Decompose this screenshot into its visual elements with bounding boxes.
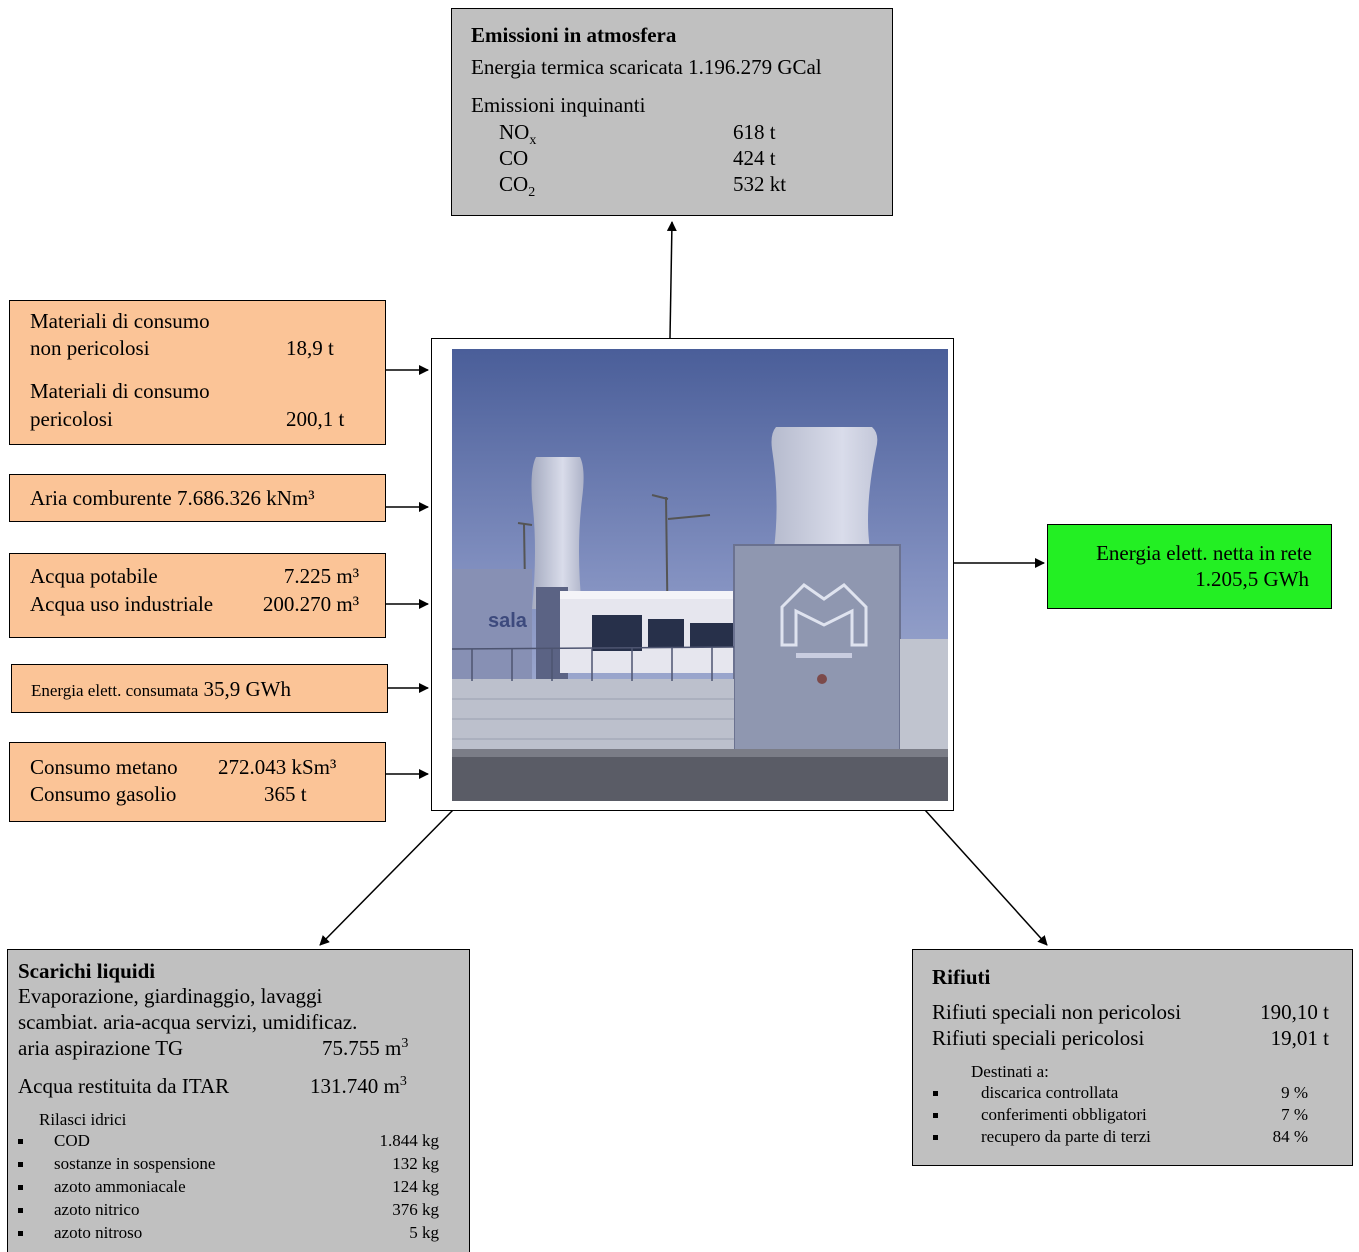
scarichi-value4: 131.740 m3 [310,1074,407,1098]
pollutant-value: 424 t [733,146,776,170]
rilascio-name: azoto ammoniacale [54,1177,186,1196]
energia-termica-label: Energia termica scaricata 1.196.279 GCal [471,55,822,79]
energia-consumata-box: Energia elett. consumata 35,9 GWh [11,664,388,713]
acqua-label2: Acqua uso industriale [30,592,214,616]
materiali-value1: 18,9 t [286,336,334,360]
emissioni-inquinanti-label: Emissioni inquinanti [471,93,646,117]
destinazione-value: 7 % [1281,1105,1308,1124]
rilascio-name: COD [54,1131,90,1150]
arrow-to-rifiuti [924,809,1048,946]
bullet [18,1139,23,1144]
rifiuti-title: Rifiuti [932,965,991,989]
scarichi-box: Scarichi liquidi Evaporazione, giardinag… [7,949,470,1252]
rilascio-name: azoto nitroso [54,1223,143,1242]
energia-rete-line2: 1.205,5 GWh [1195,567,1309,591]
bullet [18,1231,23,1236]
consumo-label1: Consumo metano [30,755,178,779]
materiali-line1: Materiali di consumo [30,309,210,333]
photo-sign-text: sala [488,610,528,632]
bullet [18,1162,23,1167]
aria-text: Aria comburente 7.686.326 kNm³ [30,486,315,510]
power-plant-photo: sala [452,349,948,801]
rifiuti-row1-value: 190,10 t [1260,1000,1329,1024]
destinazione-value: 9 % [1281,1083,1308,1102]
materiali-value2: 200,1 t [286,407,345,431]
aria-box: Aria comburente 7.686.326 kNm³ [9,474,386,522]
acqua-label1: Acqua potabile [30,564,158,588]
rifiuti-box: Rifiuti Rifiuti speciali non pericolosi … [912,949,1353,1166]
pollutant-value: 618 t [733,120,776,144]
destinazione-name: conferimenti obbligatori [981,1105,1147,1124]
pollutant-value: 532 kt [733,172,787,196]
arrow-to-emissioni [666,221,677,339]
consumo-label2: Consumo gasolio [30,782,177,806]
rilasci-label: Rilasci idrici [39,1110,127,1129]
rilascio-name: sostanze in sospensione [54,1154,216,1173]
consumo-value2: 365 t [264,782,307,806]
rifiuti-row2-label: Rifiuti speciali pericolosi [932,1026,1145,1050]
bullet [18,1185,23,1190]
pollutant-name: CO [499,146,529,170]
pollutant-name: NOx [499,120,537,149]
scarichi-value3: 75.755 m3 [322,1036,409,1060]
materiali-line3: Materiali di consumo [30,379,210,403]
scarichi-title: Scarichi liquidi [18,959,156,983]
pollutant-name: CO2 [499,172,536,201]
arrow-to-scarichi [319,809,454,946]
rilascio-value: 124 kg [392,1177,439,1196]
destinazione-name: discarica controllata [981,1083,1119,1102]
scarichi-line4: Acqua restituita da ITAR [18,1074,230,1098]
energia-rete-box: Energia elett. netta in rete 1.205,5 GWh [1047,524,1332,609]
rifiuti-row1-label: Rifiuti speciali non pericolosi [932,1000,1182,1024]
scarichi-line2: scambiat. aria-acqua servizi, umidificaz… [18,1010,358,1034]
emissioni-box: Emissioni in atmosfera Energia termica s… [451,8,893,216]
acqua-value1: 7.225 m³ [283,564,359,588]
scarichi-line3: aria aspirazione TG [18,1036,184,1060]
bullet [18,1208,23,1213]
energia-rete-line1: Energia elett. netta in rete [1096,541,1312,565]
plant-photo-frame: sala [431,338,954,811]
rilascio-value: 376 kg [392,1200,439,1219]
destinazione-value: 84 % [1272,1127,1308,1146]
energia-consumata-text: Energia elett. consumata 35,9 GWh [31,677,292,701]
materiali-line2: non pericolosi [30,336,150,360]
consumo-value1: 272.043 kSm³ [218,755,337,779]
bullet [933,1113,938,1118]
rilascio-value: 132 kg [392,1154,439,1173]
destinazione-name: recupero da parte di terzi [981,1127,1151,1146]
materiali-box: Materiali di consumo non pericolosi 18,9… [9,300,386,445]
bullet [933,1135,938,1140]
rilascio-value: 5 kg [409,1223,439,1242]
emissioni-title: Emissioni in atmosfera [471,23,677,47]
bullet [933,1091,938,1096]
rilascio-value: 1.844 kg [379,1131,440,1150]
rilascio-name: azoto nitrico [54,1200,140,1219]
acqua-box: Acqua potabile 7.225 m³ Acqua uso indust… [9,553,386,638]
consumo-box: Consumo metano 272.043 kSm³ Consumo gaso… [9,742,386,822]
rifiuti-row2-value: 19,01 t [1270,1026,1329,1050]
destinati-label: Destinati a: [971,1062,1049,1081]
materiali-line4: pericolosi [30,407,113,431]
acqua-value2: 200.270 m³ [262,592,359,616]
scarichi-line1: Evaporazione, giardinaggio, lavaggi [18,984,323,1008]
